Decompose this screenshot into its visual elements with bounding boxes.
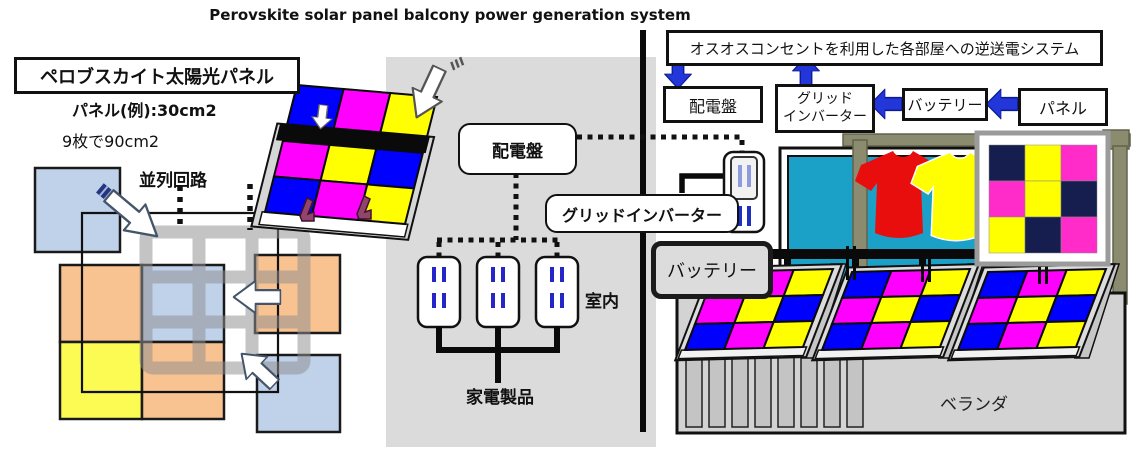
framed-panel (974, 130, 1111, 267)
panel-terminals (846, 246, 1048, 284)
panel-flow-box: パネル (1018, 88, 1108, 126)
veranda-label: ベランダ (940, 395, 1008, 415)
panel-size-note: パネル(例):30cm2 (72, 101, 217, 120)
balcony-battery-box: バッテリー (651, 241, 773, 299)
dotted-connection (177, 184, 253, 230)
outlet (475, 255, 521, 329)
dotted-wiring (436, 134, 745, 256)
flow-arrow-left-icon (869, 88, 903, 120)
reverse-power-system-box: オスオスコンセントを利用した各部屋への逆送電システム (666, 30, 1103, 66)
panel-cell (58, 263, 144, 344)
panel-clip-icon (299, 196, 315, 222)
appliance-bracket (436, 326, 560, 383)
loose-panel-square (33, 166, 122, 254)
insert-arrow-icon (400, 56, 465, 126)
balcony-panel (812, 264, 983, 360)
distribution-board-indoor-box: 配電盤 (458, 123, 577, 175)
diagram-title: Perovskite solar panel balcony power gen… (209, 6, 691, 24)
grid-inverter-flow-box: グリッド インバーター (775, 84, 875, 133)
grid-inverter-line1: グリッド (797, 91, 853, 107)
appliances-label: 家電製品 (466, 388, 534, 408)
solar-panel-top (251, 45, 465, 240)
plug-icon (730, 156, 758, 200)
parallel-circuit-diagram (33, 166, 342, 434)
panel-count-note: 9枚で90cm2 (62, 132, 160, 151)
distribution-board-flow-box: 配電盤 (663, 86, 763, 123)
outlet (416, 255, 462, 329)
panel-cell (58, 340, 144, 421)
room-label: 室内 (585, 292, 619, 312)
parallel-circuit-label: 並列回路 (139, 171, 207, 191)
grid-inverter-indoor-box: グリッドインバーター (545, 194, 739, 233)
flow-arrow-left-icon (985, 88, 1019, 120)
circuit-wire (80, 211, 280, 394)
inverter-plug-wire (679, 173, 733, 193)
panel-cell (140, 340, 226, 421)
perovskite-panel-heading-box: ペロブスカイト太陽光パネル (14, 57, 300, 94)
balcony-slats (685, 356, 864, 428)
grid-inverter-line2: インバーター (783, 108, 867, 125)
panel-clip-icon (356, 194, 372, 220)
outlet (534, 255, 580, 329)
battery-flow-box: バッテリー (902, 88, 988, 121)
indoor-outlets (416, 255, 580, 329)
